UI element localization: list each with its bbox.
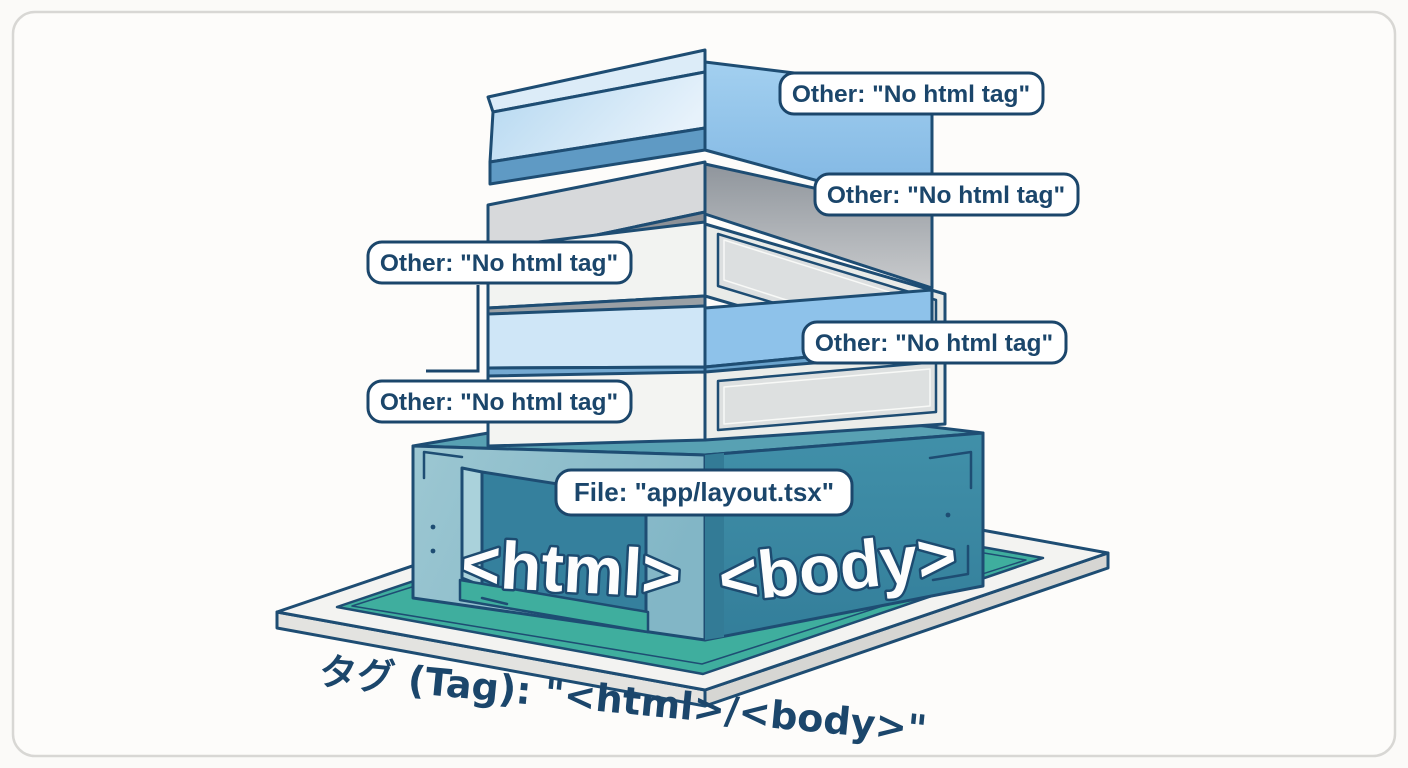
callout-label: Other: "No html tag": [380, 250, 618, 277]
base-detail-brackets: [422, 450, 973, 606]
callout-pill: [366, 240, 633, 285]
callout-pill: [813, 172, 1080, 217]
callout-pill: [801, 320, 1068, 365]
callout-pill: [366, 379, 633, 424]
doorway-floor: [458, 578, 650, 634]
html-tag-text: <html>: [460, 526, 683, 612]
floor-5-panel-highlight: [723, 368, 931, 425]
callout-pill: [554, 468, 854, 517]
floor-4-left-face: [486, 304, 707, 370]
callout-pill: [778, 71, 1045, 116]
base-detail-dot: [945, 512, 951, 518]
base-detail-dot: [430, 548, 436, 554]
callout-label: Other: "No html tag": [792, 81, 1030, 108]
callout-other-1: Other: "No html tag": [778, 71, 1045, 116]
callout-other-4: Other: "No html tag": [801, 320, 1068, 365]
callout-file: File: "app/layout.tsx": [554, 468, 854, 517]
callout-other-5: Other: "No html tag": [366, 379, 633, 424]
callout-label: Other: "No html tag": [815, 330, 1053, 357]
callout-label: Other: "No html tag": [827, 182, 1065, 209]
callout-file-label: File: "app/layout.tsx": [574, 477, 834, 507]
callout-label: Other: "No html tag": [380, 389, 618, 416]
callout-other-2: Other: "No html tag": [813, 172, 1080, 217]
base-detail-dot: [430, 524, 436, 530]
floor-5-panel: [716, 360, 938, 432]
callout-stem: [426, 285, 480, 373]
callout-other-3: Other: "No html tag": [366, 240, 633, 285]
